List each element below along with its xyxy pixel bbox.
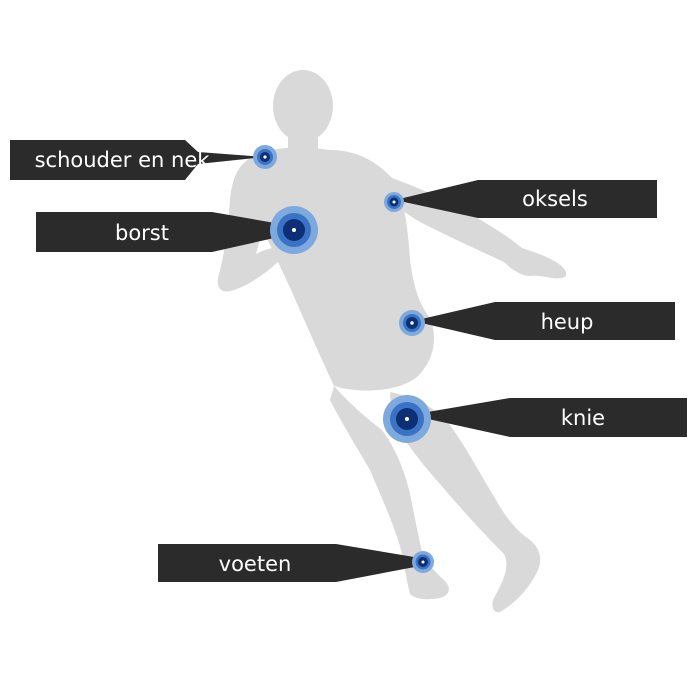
label-shoulder-neck-text: schouder en nek: [35, 148, 211, 172]
label-feet-text: voeten: [219, 552, 292, 576]
marker-armpits: [384, 192, 404, 212]
label-hip: heup: [413, 302, 675, 340]
label-chest: borst: [36, 212, 292, 252]
label-knee: knie: [410, 398, 687, 437]
label-chest-text: borst: [115, 221, 169, 245]
marker-hip: [399, 310, 425, 336]
marker-shoulder-neck: [253, 145, 277, 169]
label-hip-text: heup: [541, 310, 594, 334]
marker-chest: [270, 206, 318, 254]
marker-knee: [383, 395, 431, 443]
label-feet: voeten: [158, 544, 420, 582]
label-knee-text: knie: [561, 406, 605, 430]
label-armpits: oksels: [395, 180, 657, 218]
label-shoulder-neck: schouder en nek: [10, 140, 265, 180]
marker-feet: [412, 551, 434, 573]
label-armpits-text: oksels: [522, 187, 588, 211]
